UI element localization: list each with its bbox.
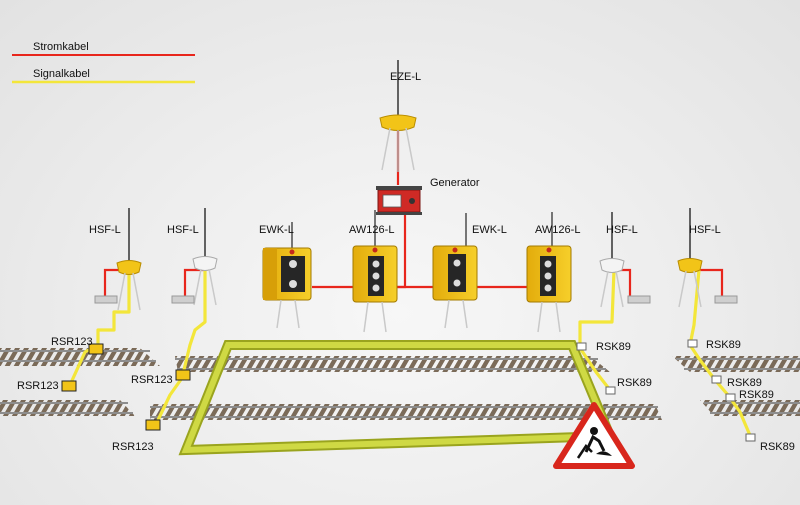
rsr-sensors	[61, 343, 191, 431]
track-left-lower	[0, 400, 135, 416]
aw126-device-2	[526, 212, 572, 333]
rsr-label-4: RSR123	[112, 441, 154, 453]
aw126-device-1	[352, 210, 398, 333]
hsf-device-2	[171, 208, 218, 306]
rsk-sensors	[576, 339, 756, 442]
rsk-label-6: RSK89	[760, 441, 795, 453]
rsk-sensor-5	[725, 393, 736, 402]
hsf-device-3	[599, 212, 651, 308]
track-center-upper	[175, 356, 610, 372]
generator-label: Generator	[430, 177, 480, 189]
rsr-label-3: RSR123	[131, 374, 173, 386]
hsf-device-4	[677, 208, 738, 308]
rsr-sensor-1	[88, 343, 104, 355]
rsr-label-2: RSR123	[17, 380, 59, 392]
legend-power-label: Stromkabel	[33, 41, 89, 53]
rsk-sensor-2	[605, 386, 616, 395]
rsr-sensor-3	[175, 369, 191, 381]
hsf-label-1: HSF-L	[89, 224, 121, 236]
ewk-label-1: EWK-L	[259, 224, 294, 236]
ewk-label-2: EWK-L	[472, 224, 507, 236]
track-center-lower	[150, 404, 662, 420]
rsk-sensor-4	[711, 375, 722, 384]
hsf-label-3: HSF-L	[606, 224, 638, 236]
hsf-label-2: HSF-L	[167, 224, 199, 236]
hsf-device-1	[94, 208, 142, 311]
eze-device	[379, 60, 417, 172]
rsk-sensor-6	[745, 433, 756, 442]
aw126-label-1: AW126-L	[349, 224, 394, 236]
rsk-label-3: RSK89	[706, 339, 741, 351]
track-right-upper	[672, 356, 800, 372]
rsk-label-1: RSK89	[596, 341, 631, 353]
aw126-label-2: AW126-L	[535, 224, 580, 236]
generator-device	[376, 186, 422, 215]
rsr-label-1: RSR123	[51, 336, 93, 348]
legend-signal-label: Signalkabel	[33, 68, 90, 80]
rsk-sensor-1	[576, 342, 587, 351]
rsr-sensor-4	[145, 419, 161, 431]
eze-label: EZE-L	[390, 71, 421, 83]
hsf-label-4: HSF-L	[689, 224, 721, 236]
rsk-label-4: RSK89	[727, 377, 762, 389]
track-left-upper	[0, 348, 160, 366]
construction-warning-sign	[553, 402, 635, 469]
rsk-label-5: RSK89	[739, 389, 774, 401]
ewk-device-1	[262, 222, 312, 329]
rsk-label-2: RSK89	[617, 377, 652, 389]
signal-cables	[68, 269, 754, 441]
legend: Stromkabel Signalkabel	[12, 41, 195, 84]
ewk-device-2	[432, 213, 478, 329]
rsr-sensor-2	[61, 380, 77, 392]
track-right-lower	[700, 400, 800, 416]
rsk-sensor-3	[687, 339, 698, 348]
